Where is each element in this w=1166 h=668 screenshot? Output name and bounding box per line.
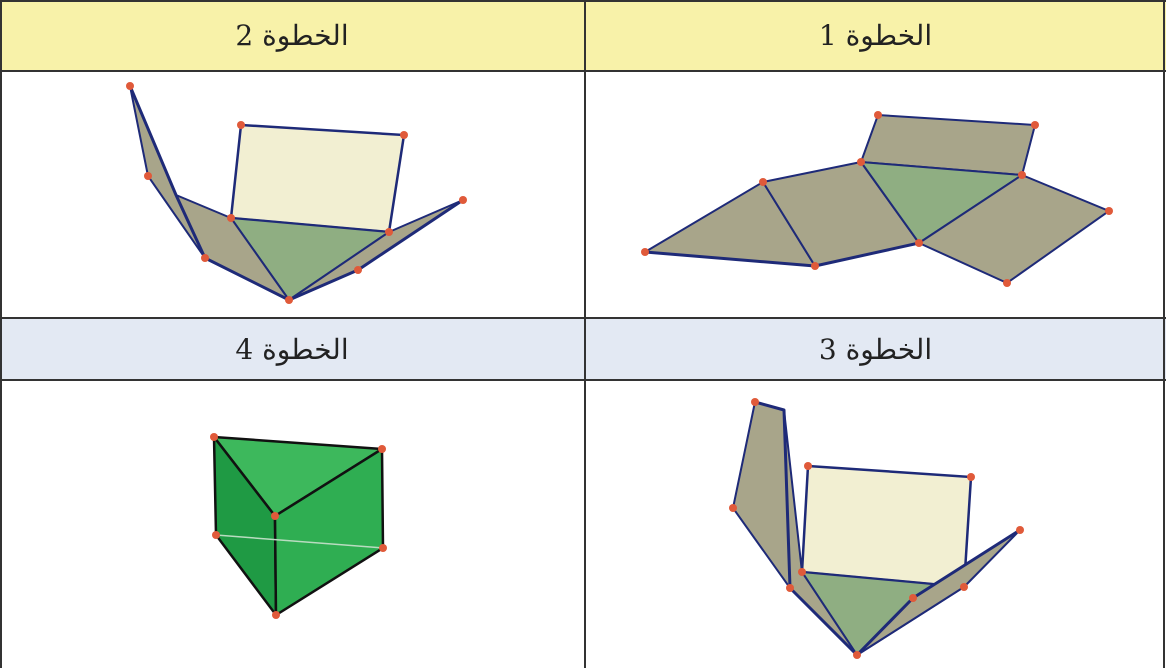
fold2-face-upright-rect [231, 125, 404, 232]
fold3-face-upright-rect [802, 466, 971, 587]
step-1-flat-net [641, 111, 1113, 287]
step-2-folding-net [126, 82, 467, 304]
step-4-triangular-prism [210, 433, 387, 619]
fold3-face-left-rect [733, 402, 790, 588]
step-3-folding-net [729, 398, 1024, 659]
